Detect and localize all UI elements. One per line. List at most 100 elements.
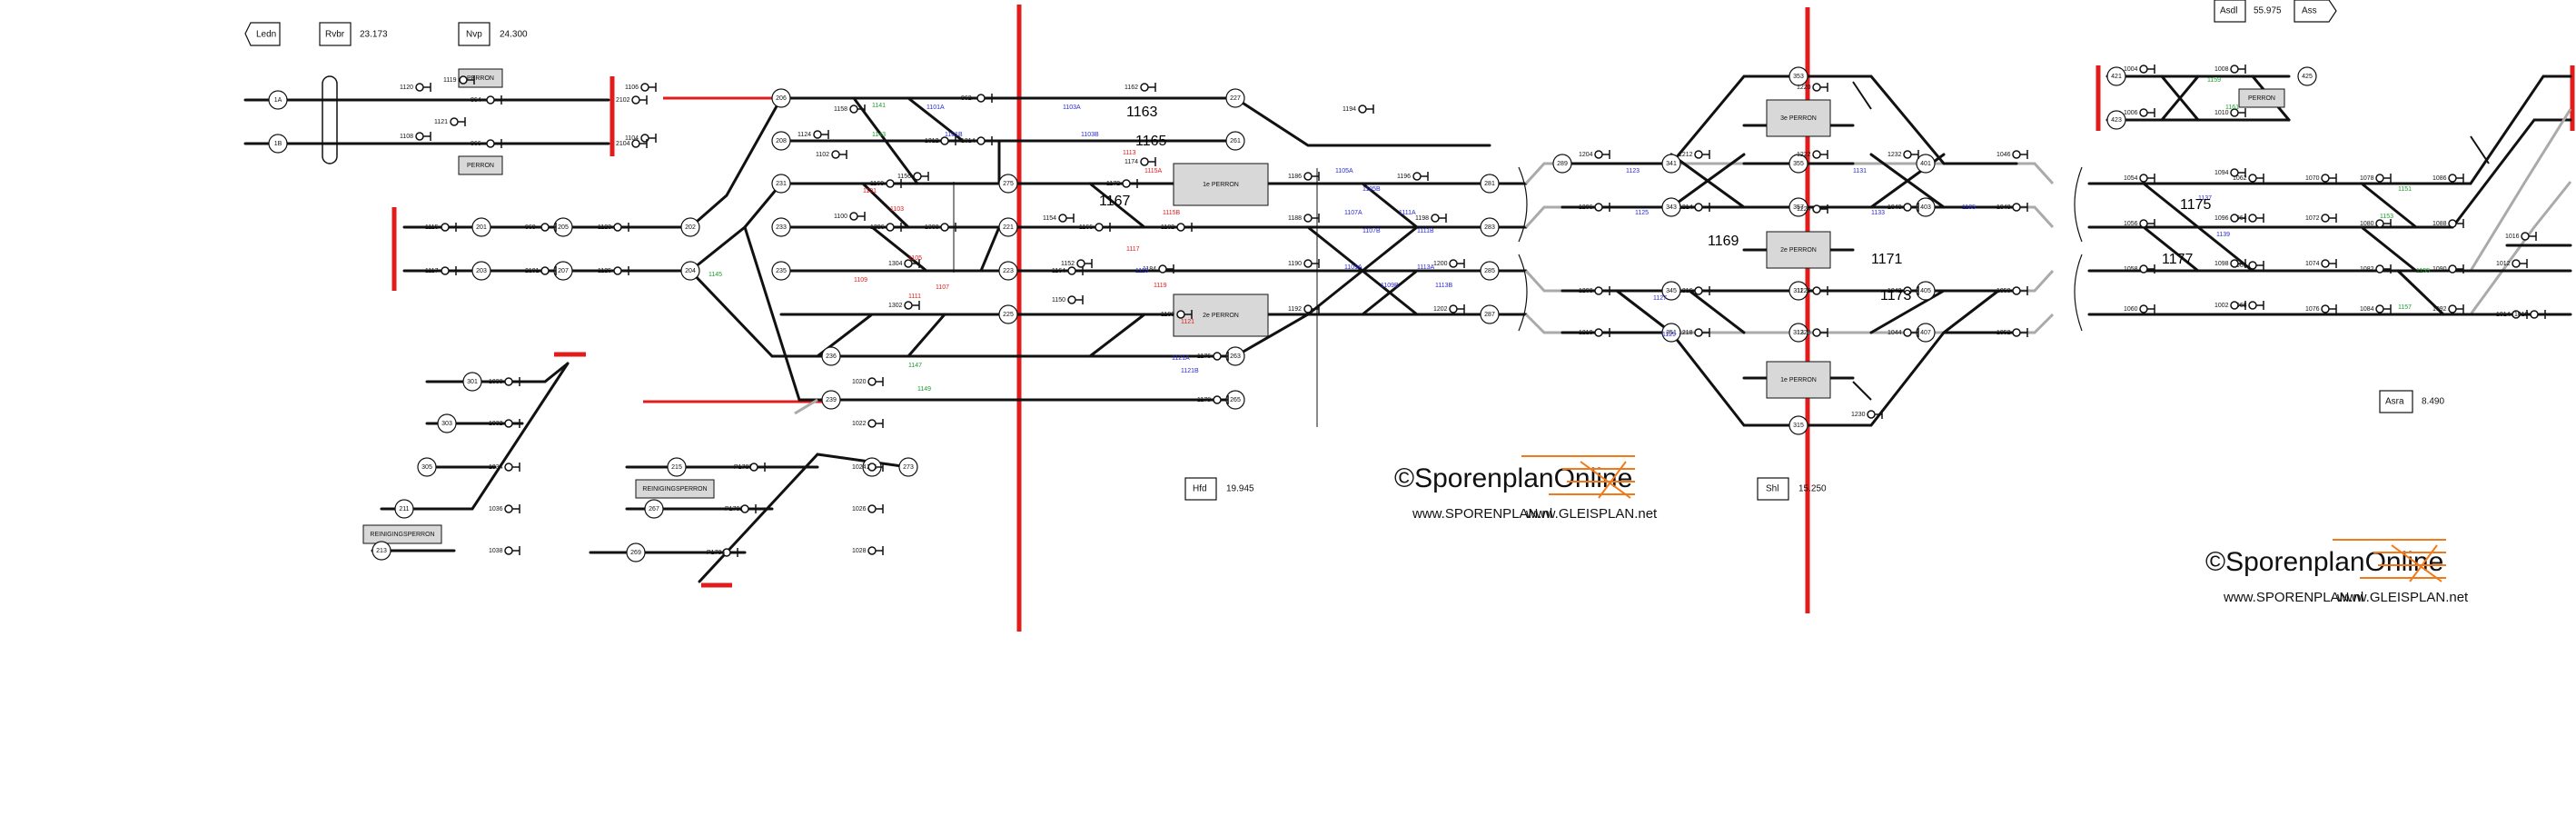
signal: 1004 xyxy=(2124,65,2155,74)
svg-text:204: 204 xyxy=(685,268,696,274)
svg-text:1306: 1306 xyxy=(870,224,885,231)
svg-text:1050: 1050 xyxy=(1996,288,2011,294)
signal: 1042 xyxy=(1887,286,1919,295)
signal: 1046 xyxy=(1996,150,2028,159)
svg-text:1074: 1074 xyxy=(2305,261,2320,267)
switch-label: 1155 xyxy=(2416,268,2430,274)
signal: 1098 xyxy=(2214,259,2246,268)
svg-text:1182: 1182 xyxy=(1161,224,1174,231)
signal: 1002 xyxy=(2214,301,2246,310)
svg-text:23.173: 23.173 xyxy=(360,30,388,40)
svg-text:1194: 1194 xyxy=(1342,106,1356,113)
svg-text:1080: 1080 xyxy=(2360,221,2374,227)
svg-text:1098: 1098 xyxy=(2214,261,2229,267)
signal: 1102 xyxy=(816,150,847,159)
svg-text:341: 341 xyxy=(1666,161,1677,167)
platform: 2e PERRON xyxy=(1173,294,1269,337)
svg-text:1302: 1302 xyxy=(888,303,903,309)
switch-label: 1177 xyxy=(2162,252,2194,267)
signal: 1166 xyxy=(1079,223,1111,232)
platform: 1e PERRON xyxy=(1173,163,1269,206)
svg-text:1072: 1072 xyxy=(2305,215,2320,222)
signal: 1160 xyxy=(870,179,902,188)
signal: 1082 xyxy=(2360,264,2392,274)
svg-text:1024: 1024 xyxy=(852,464,867,471)
signal: 1058 xyxy=(2124,264,2155,274)
switch-label: 1105B xyxy=(1362,186,1381,193)
signal: 2101 xyxy=(525,266,557,275)
svg-text:Shl: Shl xyxy=(1766,484,1778,494)
svg-text:1038: 1038 xyxy=(489,548,503,554)
switch-label: 1111B xyxy=(1417,228,1434,234)
signal: 1125 xyxy=(598,266,629,275)
svg-text:407: 407 xyxy=(1920,330,1931,336)
switch-label: 1113B xyxy=(1435,283,1453,289)
signal: 1070 xyxy=(2305,174,2337,183)
svg-text:1308: 1308 xyxy=(925,224,939,231)
signal: 1008 xyxy=(2214,65,2246,74)
signal: 866 xyxy=(471,139,502,148)
signal: 1030 xyxy=(489,377,520,386)
switch-label: 1101 xyxy=(863,188,877,194)
section-marker: 208 xyxy=(771,131,791,151)
signal: 1182 xyxy=(1161,223,1193,232)
svg-text:868: 868 xyxy=(525,224,536,231)
svg-text:1094: 1094 xyxy=(2214,170,2229,176)
signal: 1304 xyxy=(888,259,920,268)
signal: 1054 xyxy=(2124,174,2155,183)
svg-text:1150: 1150 xyxy=(1052,297,1065,304)
svg-text:1226: 1226 xyxy=(1797,288,1811,294)
signal: 1106 xyxy=(625,83,657,92)
platform: 2e PERRON xyxy=(1766,231,1831,269)
svg-text:1166: 1166 xyxy=(1079,224,1093,231)
svg-text:233: 233 xyxy=(776,224,787,231)
switch-label: 1147 xyxy=(908,363,922,369)
section-marker: 207 xyxy=(553,261,573,281)
section-markers: 1A1B201203205207202204206208231233235236… xyxy=(268,66,2317,562)
svg-text:1e PERRON: 1e PERRON xyxy=(1780,377,1817,383)
svg-text:1060: 1060 xyxy=(2124,306,2138,313)
svg-text:1210: 1210 xyxy=(1579,330,1593,336)
svg-text:1218: 1218 xyxy=(1679,330,1693,336)
svg-text:1084: 1084 xyxy=(2360,306,2374,313)
svg-text:235: 235 xyxy=(776,268,787,274)
switch-label: 1103A xyxy=(1063,104,1081,111)
svg-text:1192: 1192 xyxy=(1288,306,1302,313)
signal: 1302 xyxy=(888,301,920,310)
svg-text:1216: 1216 xyxy=(1679,288,1693,294)
svg-text:1196: 1196 xyxy=(1397,174,1411,180)
svg-text:1200: 1200 xyxy=(1433,261,1448,267)
signal: 1092 xyxy=(2432,304,2464,313)
signal: P1701 xyxy=(725,504,757,513)
section-marker: 345 xyxy=(1661,281,1681,301)
signal: 1152 xyxy=(1061,259,1093,268)
signal: 862 xyxy=(961,94,993,103)
svg-text:866: 866 xyxy=(471,141,481,147)
signal: 1210 xyxy=(1579,328,1610,337)
switch-label: 1101B xyxy=(945,132,963,138)
signal: 1198 xyxy=(1415,214,1447,223)
svg-text:301: 301 xyxy=(467,379,478,385)
section-marker: 1B xyxy=(268,134,288,154)
svg-text:281: 281 xyxy=(1484,181,1495,187)
svg-text:PERRON: PERRON xyxy=(467,75,494,82)
switch-label: 1163 xyxy=(1126,104,1158,120)
signal: 1048 xyxy=(1996,203,2028,212)
signal: 1121 xyxy=(434,117,466,126)
svg-text:1123: 1123 xyxy=(598,224,611,231)
section-marker: 407 xyxy=(1916,323,1936,343)
svg-text:1117: 1117 xyxy=(425,268,439,274)
svg-text:283: 283 xyxy=(1484,224,1495,231)
svg-text:403: 403 xyxy=(1920,204,1931,211)
section-marker: 211 xyxy=(394,499,414,519)
signal: 1200 xyxy=(1433,259,1465,268)
svg-text:355: 355 xyxy=(1793,161,1804,167)
svg-text:1160: 1160 xyxy=(870,181,884,187)
signal: 1208 xyxy=(1579,286,1610,295)
section-marker: 353 xyxy=(1788,66,1808,86)
signal: 1020 xyxy=(852,377,884,386)
svg-text:1204: 1204 xyxy=(1579,152,1593,158)
switch-label: 1159 xyxy=(2207,77,2221,84)
svg-text:265: 265 xyxy=(1230,397,1241,403)
section-marker: 315 xyxy=(1788,415,1808,435)
